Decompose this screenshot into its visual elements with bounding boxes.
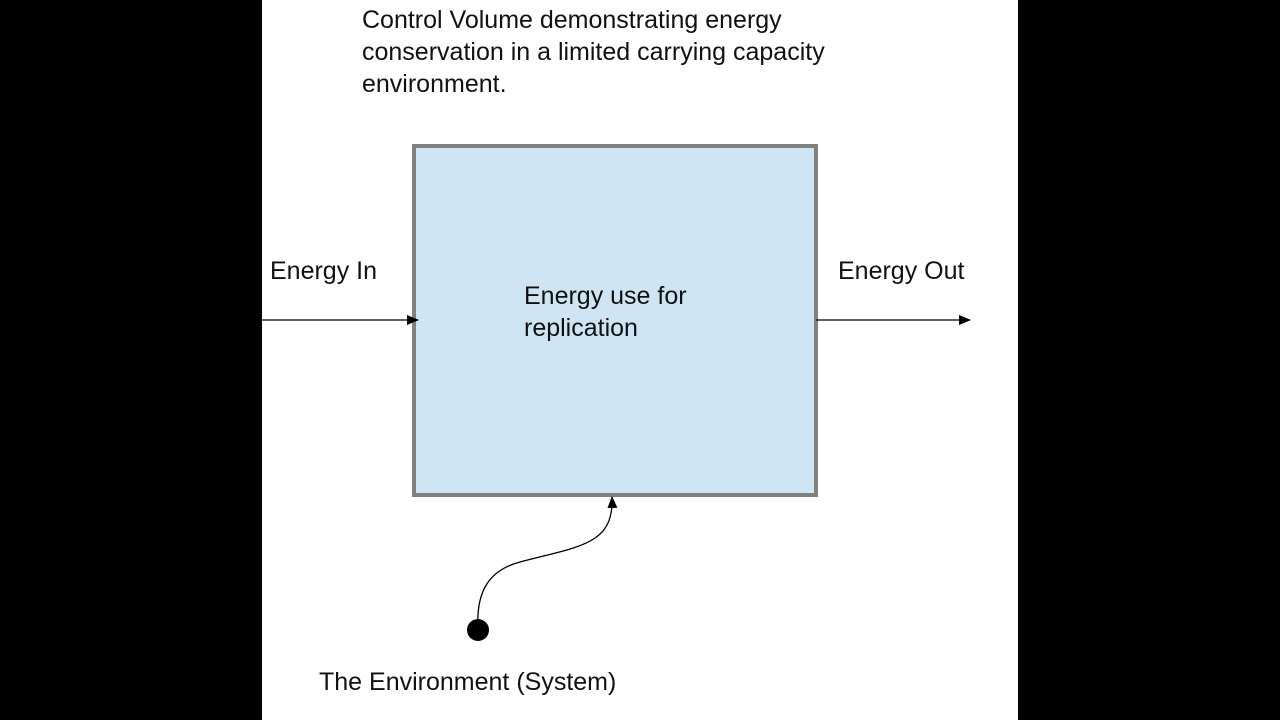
title-line-2: conservation in a limited carrying capac… (362, 38, 825, 66)
control-volume-box (412, 144, 818, 497)
process-label-line-2: replication (524, 314, 638, 342)
process-label: Energy use for replication (524, 280, 687, 344)
title-line-3: environment. (362, 70, 507, 98)
title-line-1: Control Volume demonstrating energy (362, 6, 782, 34)
environment-connector-arrow (477, 496, 618, 629)
process-label-line-1: Energy use for (524, 282, 687, 310)
environment-node-dot (467, 619, 489, 641)
energy-out-label: Energy Out (838, 257, 965, 285)
diagram-title: Control Volume demonstrating energy cons… (362, 4, 825, 100)
energy-in-label: Energy In (270, 257, 378, 285)
environment-label: The Environment (System) (319, 668, 617, 696)
